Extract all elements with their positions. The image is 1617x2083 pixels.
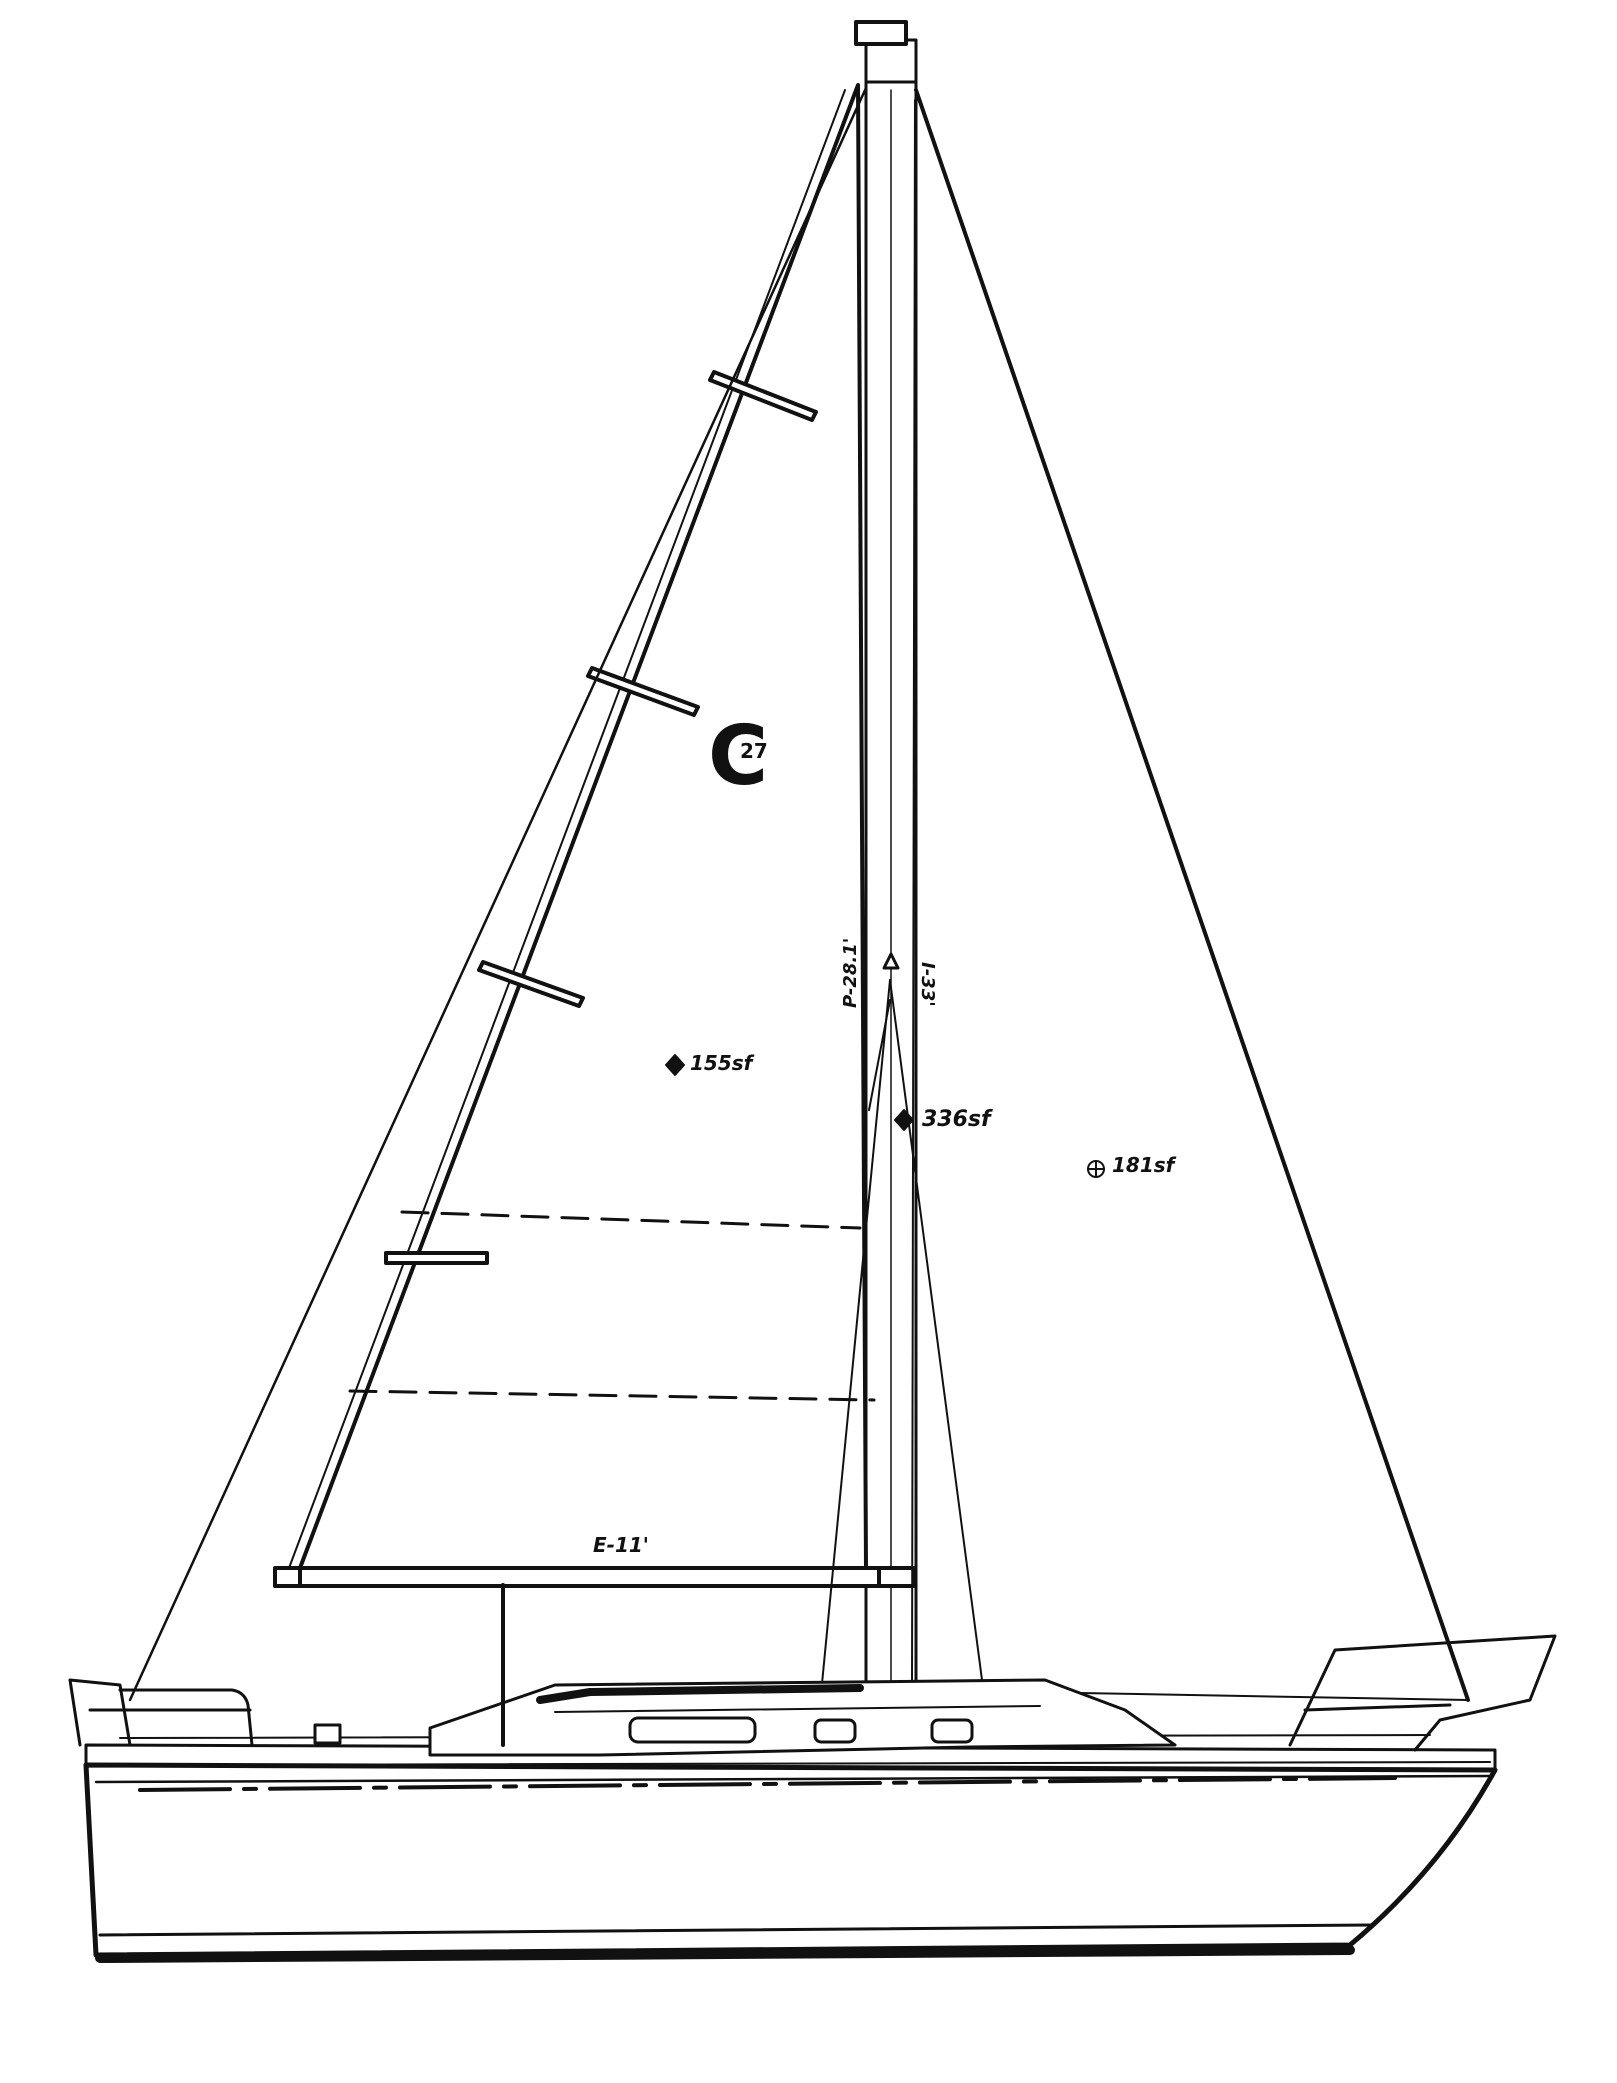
- spreader-marker: [882, 952, 900, 970]
- mainsail: [288, 83, 868, 1570]
- reef-lines: [348, 1210, 876, 1402]
- shrouds: [817, 979, 988, 1726]
- mast-i-dimension-label: I-33': [917, 962, 938, 1007]
- bow-pulpit: [1288, 1634, 1557, 1752]
- total-area-marker: [894, 1109, 914, 1131]
- mast: [854, 20, 918, 1690]
- hull: [83, 1762, 1498, 1963]
- boom-e-dimension-label: E-11': [593, 1533, 649, 1557]
- stern-pulpit: [68, 1678, 254, 1747]
- jib-area-marker: [1087, 1160, 1105, 1178]
- class-logo-number: 27: [740, 739, 768, 763]
- class-logo: C 27: [708, 709, 768, 804]
- mainsail-area-label: 155sf: [690, 1051, 755, 1075]
- portholes: [628, 1716, 974, 1744]
- mast-p-dimension-label: P-28.1': [840, 938, 861, 1008]
- jib: [911, 88, 1470, 1702]
- total-area-label: 336sf: [922, 1107, 993, 1132]
- mainsail-area-marker: [665, 1054, 685, 1076]
- backstay: [128, 86, 868, 1702]
- cabin: [428, 1678, 1177, 1757]
- class-logo-letter: C: [708, 709, 768, 804]
- jib-area-label: 181sf: [1112, 1153, 1177, 1177]
- deck-fittings: [313, 1583, 505, 1747]
- boom: [273, 1566, 917, 1588]
- mainsail-battens: [384, 370, 818, 1265]
